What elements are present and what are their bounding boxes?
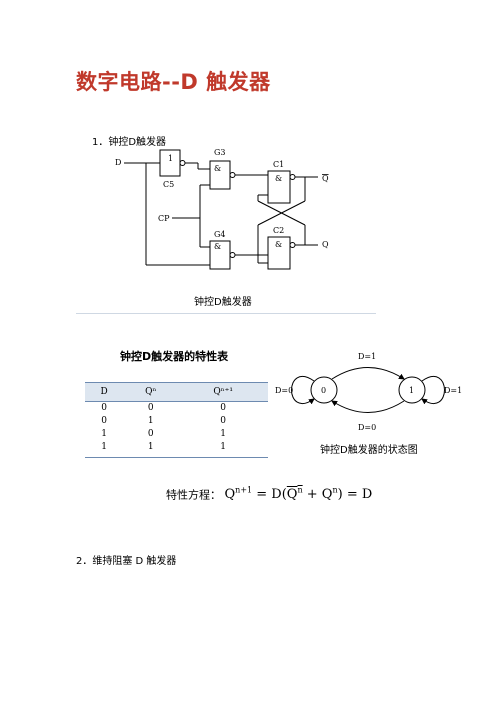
gate-c1-name: C1 (273, 160, 284, 169)
self-loop-1 (421, 376, 445, 405)
table-row: 0 0 0 (85, 402, 268, 416)
gate-c1 (267, 170, 291, 204)
table-row: 1 1 1 (85, 441, 268, 458)
gate-g3-name: G3 (214, 148, 225, 157)
cell: 1 (220, 442, 226, 452)
gate-g4-name: G4 (214, 230, 225, 239)
cell: 1 (147, 442, 154, 452)
divider (76, 313, 376, 314)
circuit-caption: 钟控D触发器 (194, 297, 252, 308)
state-1-circle (398, 376, 426, 404)
output-qbar-label: Q (322, 174, 329, 183)
cell: 1 (101, 442, 107, 452)
cell: 1 (220, 429, 226, 439)
section-heading-2: 2．维持阻塞 D 触发器 (76, 556, 177, 567)
label-d0-left: D=0 (275, 386, 293, 395)
gate-g3-symbol: & (214, 164, 221, 173)
gate-g4-symbol: & (214, 242, 221, 251)
cell: 0 (220, 416, 226, 426)
table-row: 0 1 0 (85, 415, 268, 428)
input-cp-label: CP (158, 214, 170, 223)
cell: 0 (101, 416, 107, 426)
equation-label: 特性方程： (166, 488, 221, 502)
table-row: 1 0 1 (85, 428, 268, 441)
state-0-label: 0 (321, 386, 326, 395)
gate-c2-symbol: & (275, 240, 282, 249)
equation-math: Qn+1 = D(Qn + Qn) = D (224, 486, 373, 503)
label-d1-top: D=1 (358, 352, 376, 361)
transition-1-to-0 (331, 400, 405, 413)
input-d-label: D (115, 158, 121, 167)
label-d0-bottom: D=0 (358, 423, 376, 432)
truth-table: D Qⁿ Qⁿ⁺¹ 0 0 0 0 1 0 1 0 1 1 1 1 (85, 382, 268, 458)
transition-0-to-1 (331, 367, 405, 380)
cell: 0 (220, 403, 226, 413)
state-0-circle (310, 376, 338, 404)
section-heading-1: 1．钟控D触发器 (92, 137, 167, 148)
label-d1-right: D=1 (444, 386, 462, 395)
cell: 0 (101, 403, 107, 413)
truth-table-title: 钟控D触发器的特性表 (120, 350, 229, 363)
output-q-label: Q (322, 240, 329, 249)
header-d: D (85, 382, 124, 402)
header-qn1: Qⁿ⁺¹ (178, 382, 268, 402)
state-diagram: 0 1 D=1 D=0 D=0 D=1 (275, 352, 462, 432)
header-qn: Qⁿ (123, 382, 179, 402)
gate-c5-name: C5 (163, 180, 174, 189)
gate-c2 (267, 236, 291, 270)
cell: 0 (147, 429, 154, 439)
gate-c2-name: C2 (273, 226, 284, 235)
self-loop-0 (291, 376, 315, 405)
page-title: 数字电路--D 触发器 (76, 70, 271, 94)
cell: 0 (147, 403, 154, 413)
gate-c1-symbol: & (275, 174, 282, 183)
state-1-label: 1 (409, 386, 414, 395)
state-diagram-caption: 钟控D触发器的状态图 (320, 445, 418, 456)
characteristic-equation: 特性方程： Qn+1 = D(Qn + Qn) = D (166, 486, 372, 502)
cell: 1 (147, 416, 154, 426)
cell: 1 (101, 429, 107, 439)
gate-c5-symbol: 1 (168, 154, 173, 163)
clocked-d-flipflop-circuit: D CP 1 C5 G3 & C1 & G4 & C2 & Q Q (115, 148, 329, 270)
